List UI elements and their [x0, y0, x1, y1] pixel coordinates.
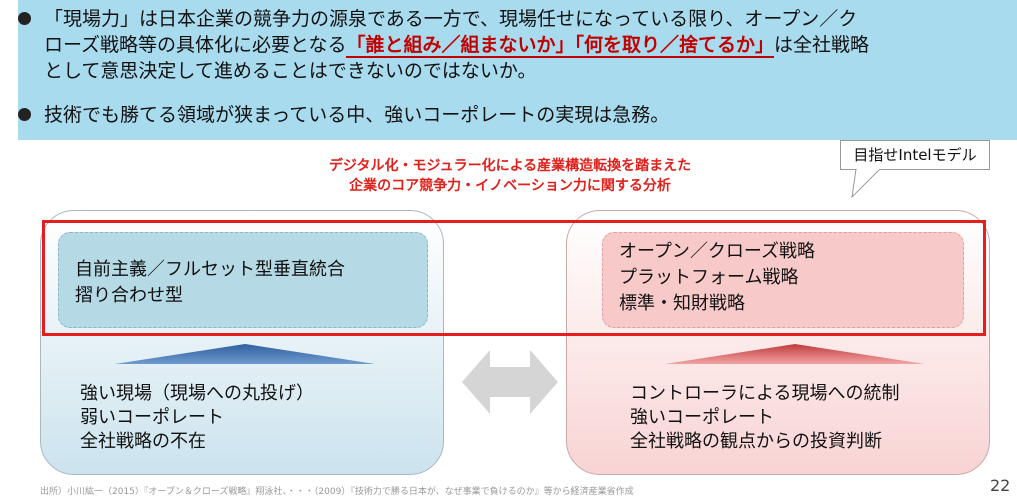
current-trait-3: 全社戦略の不在	[80, 431, 206, 452]
bullet-dot-icon	[18, 108, 31, 121]
page-number: 22	[990, 476, 1011, 495]
target-strategy-line-1: オープン／クローズ戦略	[619, 241, 816, 262]
bullet-1-line-3: として意思決定して進めることはできないのではないか。	[44, 60, 537, 82]
callout-tail-icon	[851, 169, 881, 199]
headline-line-2: 企業のコア競争力・イノベーション力に関する分析	[349, 178, 671, 194]
current-trait-2: 弱いコーポレート	[80, 407, 224, 428]
target-strategy-box: オープン／クローズ戦略 プラットフォーム戦略 標準・知財戦略	[602, 232, 964, 328]
target-strategy-line-3: 標準・知財戦略	[619, 293, 745, 314]
bullet-2-text: 技術でも勝てる領域が狭まっている中、強いコーポレートの実現は急務。	[44, 104, 670, 126]
target-trait-1: コントローラによる現場への統制	[630, 383, 900, 404]
summary-band	[18, 0, 1017, 140]
bullet-1: 「現場力」は日本企業の競争力の源泉である一方で、現場任せになっている限り、オープ…	[18, 6, 974, 84]
current-traits: 強い現場（現場への丸投げ） 弱いコーポレート 全社戦略の不在	[80, 382, 314, 454]
target-traits: コントローラによる現場への統制 強いコーポレート 全社戦略の観点からの投資判断	[630, 382, 899, 454]
bullet-1-line-2: ローズ戦略等の具体化に必要となる「誰と組み／組まないか」「何を取り／捨てるか」は…	[44, 32, 974, 58]
bullet-1-emphasis: 「誰と組み／組まないか」「何を取り／捨てるか」	[346, 34, 774, 58]
bullet-1-line-2-post: は全社戦略	[774, 34, 870, 56]
callout-box: 目指せIntelモデル	[840, 140, 990, 170]
target-strategy-line-2: プラットフォーム戦略	[619, 267, 799, 288]
up-arrow-right-icon	[665, 344, 925, 364]
target-trait-3: 全社戦略の観点からの投資判断	[630, 431, 882, 452]
target-trait-2: 強いコーポレート	[630, 407, 774, 428]
headline-line-1: デジタル化・モジュラー化による産業構造転換を踏まえた	[328, 158, 692, 174]
bullet-1-line-2-pre: ローズ戦略等の具体化に必要となる	[44, 34, 347, 56]
double-arrow-icon	[462, 350, 558, 414]
current-strategy-line-2: 摺り合わせ型	[75, 285, 183, 306]
current-strategy-box: 自前主義／フルセット型垂直統合 摺り合わせ型	[58, 232, 428, 328]
current-strategy-line-1: 自前主義／フルセット型垂直統合	[75, 259, 345, 280]
bullet-2: 技術でも勝てる領域が狭まっている中、強いコーポレートの実現は急務。	[18, 102, 974, 128]
bullet-dot-icon	[18, 12, 31, 25]
bullet-1-line-1: 「現場力」は日本企業の競争力の源泉である一方で、現場任せになっている限り、オープ…	[44, 8, 858, 30]
current-trait-1: 強い現場（現場への丸投げ）	[80, 383, 314, 404]
highlight-frame	[42, 220, 986, 336]
headline: デジタル化・モジュラー化による産業構造転換を踏まえた 企業のコア競争力・イノベー…	[240, 156, 780, 196]
up-arrow-left-icon	[115, 344, 375, 364]
